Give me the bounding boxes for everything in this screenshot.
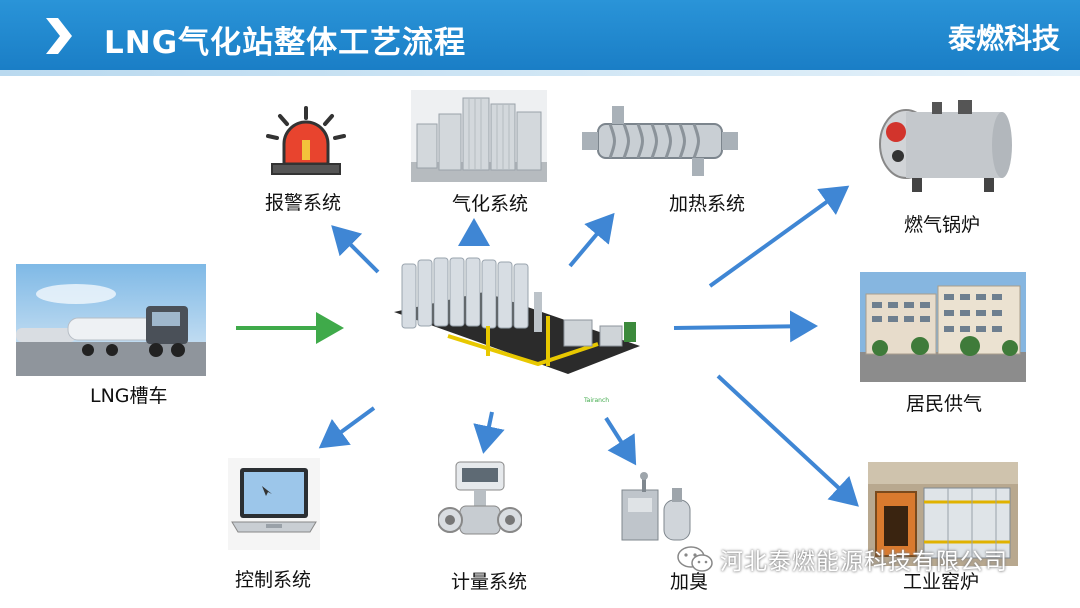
lng-truck-label: LNG槽车	[90, 385, 168, 407]
arrow-to-residential	[673, 310, 818, 343]
industrial-kiln-image	[868, 462, 1018, 566]
residential-supply-label: 居民供气	[906, 393, 983, 415]
wechat-icon	[677, 546, 713, 572]
alarm-siren-icon	[262, 104, 350, 180]
vaporizer-system-label: 气化系统	[452, 193, 529, 215]
gas-flow-meter-image	[438, 458, 522, 554]
residential-building-image	[860, 272, 1026, 382]
arrow-to-kiln	[716, 374, 859, 507]
metering-system-label: 计量系统	[451, 571, 528, 593]
chevron-right-icon	[46, 18, 72, 54]
control-system-label: 控制系统	[235, 569, 312, 591]
alarm-system-label: 报警系统	[265, 192, 342, 214]
heating-system-label: 加热系统	[669, 193, 746, 215]
vaporization-station-image: Tairanch	[394, 257, 640, 404]
gas-boiler-image	[872, 98, 1016, 198]
odorizing-label: 加臭	[670, 571, 709, 593]
title-bar-stripe	[0, 70, 1080, 76]
arrow-to-control	[318, 406, 376, 449]
company-watermark: 河北泰燃能源科技有限公司	[720, 549, 1008, 575]
lng-truck-image	[16, 264, 206, 376]
title-bar	[0, 0, 1080, 70]
arrow-to-alarm	[331, 225, 380, 274]
arrow-to-odorizing	[604, 416, 637, 466]
gas-boiler-label: 燃气锅炉	[904, 214, 981, 236]
page-title: LNG气化站整体工艺流程	[104, 25, 467, 61]
laptop-computer-icon	[228, 458, 320, 550]
heat-exchanger-image	[580, 100, 740, 180]
odorizer-unit-image	[618, 470, 698, 546]
station-stamp: Tairanch	[583, 397, 609, 404]
industrial-kiln-label: 工业窑炉	[903, 571, 980, 593]
brand-name: 泰燃科技	[947, 22, 1060, 55]
arrow-to-metering	[473, 411, 505, 454]
vaporizer-image	[411, 90, 547, 182]
